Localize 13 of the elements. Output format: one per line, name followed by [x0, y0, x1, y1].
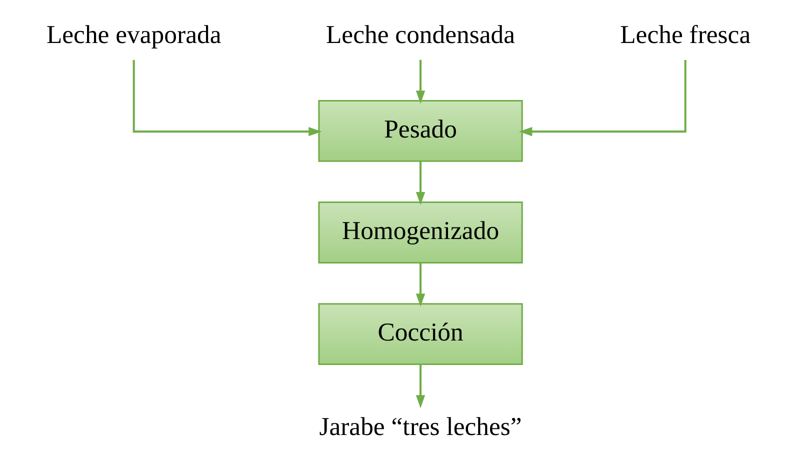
node-text: Leche fresca [620, 20, 751, 49]
node-box: Cocción [318, 303, 523, 366]
arrow [416, 60, 426, 104]
arrow [416, 364, 426, 408]
node-text: Leche evaporada [46, 20, 222, 49]
arrow [416, 262, 426, 307]
node-text: Leche condensada [326, 20, 516, 49]
arrow [132, 60, 322, 136]
node-box: Homogenizado [318, 202, 523, 264]
arrow [416, 161, 426, 206]
node-text: Jarabe “tres leches” [319, 412, 522, 441]
arrow [519, 60, 686, 136]
node-box: Pesado [318, 100, 523, 162]
